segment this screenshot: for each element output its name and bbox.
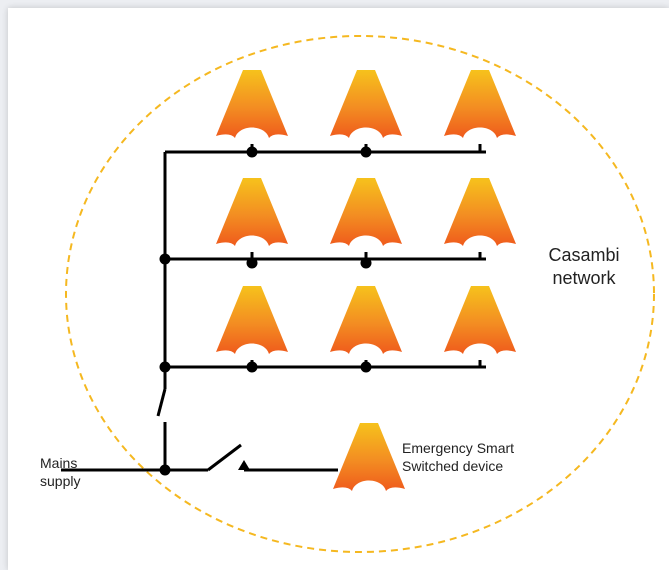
lamp-icon	[330, 178, 402, 246]
junction-dot-icon	[159, 464, 171, 476]
junction-dot-icon	[360, 361, 372, 373]
diagram-frame: Casambi network Mains supply Emergency S…	[8, 8, 669, 570]
emergency-device-label: Emergency Smart Switched device	[402, 440, 514, 475]
casambi-label-line1: Casambi	[548, 245, 620, 265]
lamp-icon	[444, 286, 516, 354]
wiring-diagram	[61, 35, 655, 553]
junction-dot-icon	[159, 253, 171, 265]
casambi-network-boundary	[65, 35, 655, 553]
lamp-icon	[216, 70, 288, 138]
junction-dots	[159, 146, 372, 476]
mains-supply-label: Mains supply	[40, 455, 80, 490]
junction-dot-icon	[360, 146, 372, 158]
wiring	[61, 144, 486, 472]
lamp-icon	[330, 286, 402, 354]
casambi-label-line2: network	[552, 267, 616, 288]
lamp-icon	[330, 70, 402, 138]
junction-dot-icon	[246, 361, 258, 373]
mains-label-line2: supply	[40, 472, 81, 489]
junction-dot-icon	[246, 257, 258, 269]
mains-label-line1: Mains	[40, 455, 78, 471]
junction-dot-icon	[159, 361, 171, 373]
lamp-icon	[444, 70, 516, 138]
switch-icon	[207, 443, 242, 472]
switch-icon	[156, 388, 167, 417]
lamp-icon	[444, 178, 516, 246]
emergency-label-line2: Switched device	[402, 457, 504, 474]
switch-contact-icon	[238, 460, 250, 470]
casambi-network-label: Casambi network	[536, 244, 632, 289]
emergency-lamp-icon	[333, 423, 405, 491]
junction-dot-icon	[246, 146, 258, 158]
lamps	[216, 70, 516, 491]
emergency-label-line1: Emergency Smart	[402, 440, 515, 456]
lamp-icon	[216, 178, 288, 246]
lamp-icon	[216, 286, 288, 354]
junction-dot-icon	[360, 257, 372, 269]
